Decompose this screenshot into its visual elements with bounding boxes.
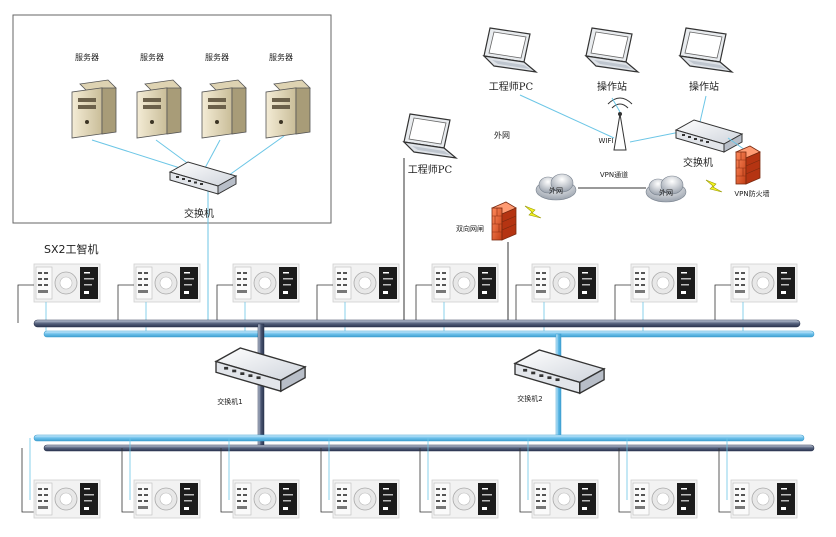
bottom-row-drops-blue — [29, 438, 728, 500]
top-switch-label: 交换机 — [683, 156, 713, 169]
field-switch-1-label: 交换机1 — [217, 397, 242, 406]
lightning-icon — [524, 205, 542, 219]
engineer-pc-label: 工程师PC — [408, 163, 453, 176]
fw-cable — [727, 137, 746, 151]
operator-station-laptop-2 — [679, 27, 733, 73]
controllers-title: SX2工智机 — [44, 242, 99, 256]
operator-station-laptop-1 — [585, 27, 639, 73]
field-switch-2-label: 交换机2 — [517, 394, 542, 403]
controller-top-4 — [332, 263, 400, 303]
top-bus-dark — [33, 319, 801, 328]
server-label: 服务器 — [269, 52, 293, 62]
gateway-label: 双向网闸 — [456, 224, 484, 233]
controller-top-5 — [431, 263, 499, 303]
controller-bottom-6 — [531, 479, 599, 519]
top-row-drops — [17, 284, 731, 323]
cloud-label: 外网 — [549, 186, 563, 195]
controller-top-2 — [133, 263, 201, 303]
controller-top-8 — [730, 263, 798, 303]
vpn-firewall-label: VPN防火墙 — [734, 189, 769, 198]
controller-bottom-1 — [33, 479, 101, 519]
lightning-icon — [705, 179, 723, 193]
bottom-bus-dark — [43, 444, 815, 452]
field-switch-1 — [215, 347, 306, 392]
controller-bottom-7 — [630, 479, 698, 519]
pc-label: 工程师PC — [489, 80, 534, 93]
controller-top-7 — [630, 263, 698, 303]
controller-top-6 — [531, 263, 599, 303]
controller-bottom-2 — [133, 479, 201, 519]
wifi-label: WIFI — [598, 137, 613, 145]
bottom-bus-blue — [33, 434, 805, 442]
controller-bottom-4 — [332, 479, 400, 519]
vpn-tunnel-label: VPN通道 — [600, 170, 628, 179]
controller-top-1 — [33, 263, 101, 303]
vpn-firewall — [735, 145, 761, 185]
bottom-row-drops — [21, 448, 731, 513]
server-cables — [91, 135, 285, 323]
pc-label: 操作站 — [689, 80, 719, 93]
server-label: 服务器 — [75, 52, 99, 62]
engineer-pc-laptop-mid — [403, 113, 457, 159]
external-net-label: 外网 — [494, 130, 510, 140]
server-label: 服务器 — [205, 52, 229, 62]
wireless-links — [519, 94, 707, 143]
top-bus-blue — [43, 330, 815, 338]
controller-bottom-3 — [232, 479, 300, 519]
engineer-pc-laptop-top — [483, 27, 537, 73]
controller-bottom-5 — [431, 479, 499, 519]
server-switch-label: 交换机 — [184, 207, 214, 220]
pc-label: 操作站 — [597, 80, 627, 93]
server-label: 服务器 — [140, 52, 164, 62]
top-switch — [675, 119, 743, 153]
uplink-lines — [403, 158, 509, 323]
gateway-firewall — [491, 201, 517, 241]
wifi-icon — [607, 97, 633, 151]
field-switch-2 — [514, 349, 605, 394]
cloud-label: 外网 — [659, 188, 673, 197]
top-row-drops-blue — [45, 302, 744, 333]
controller-bottom-8 — [730, 479, 798, 519]
controller-top-3 — [232, 263, 300, 303]
